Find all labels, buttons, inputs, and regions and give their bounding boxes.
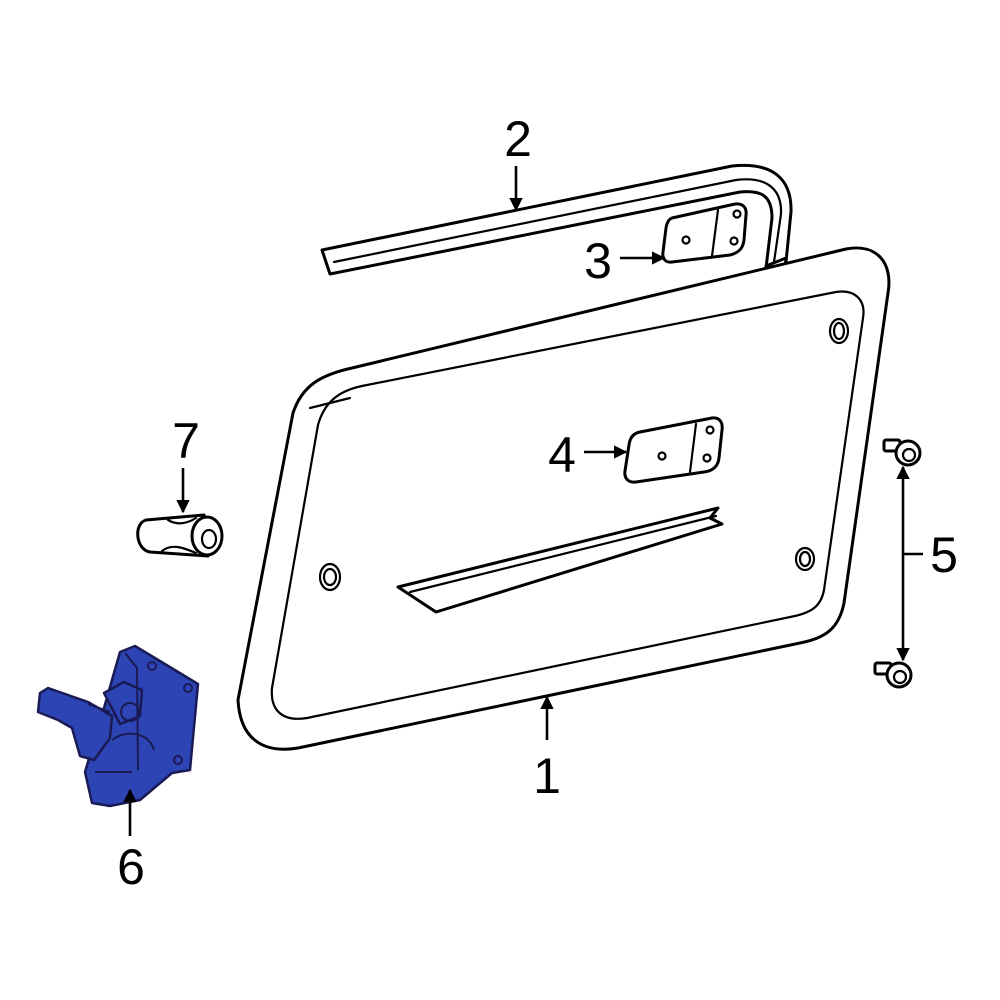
part-7-bumper[interactable] — [136, 513, 224, 558]
callout-5: 5 — [930, 527, 958, 583]
part-4-hinge-plate[interactable] — [623, 416, 724, 484]
part-6-latch[interactable] — [36, 644, 200, 808]
part-1-glass[interactable] — [236, 246, 891, 751]
callout-4: 4 — [548, 427, 576, 483]
callout-2: 2 — [504, 111, 532, 167]
part-3-hinge-plate[interactable] — [661, 202, 748, 264]
callout-3: 3 — [584, 233, 612, 289]
callout-7: 7 — [172, 413, 200, 469]
part-5-fastener-bottom[interactable] — [873, 661, 913, 689]
callout-1: 1 — [533, 748, 561, 804]
part-5-fastener-top[interactable] — [882, 438, 922, 467]
callout-6: 6 — [117, 839, 145, 895]
